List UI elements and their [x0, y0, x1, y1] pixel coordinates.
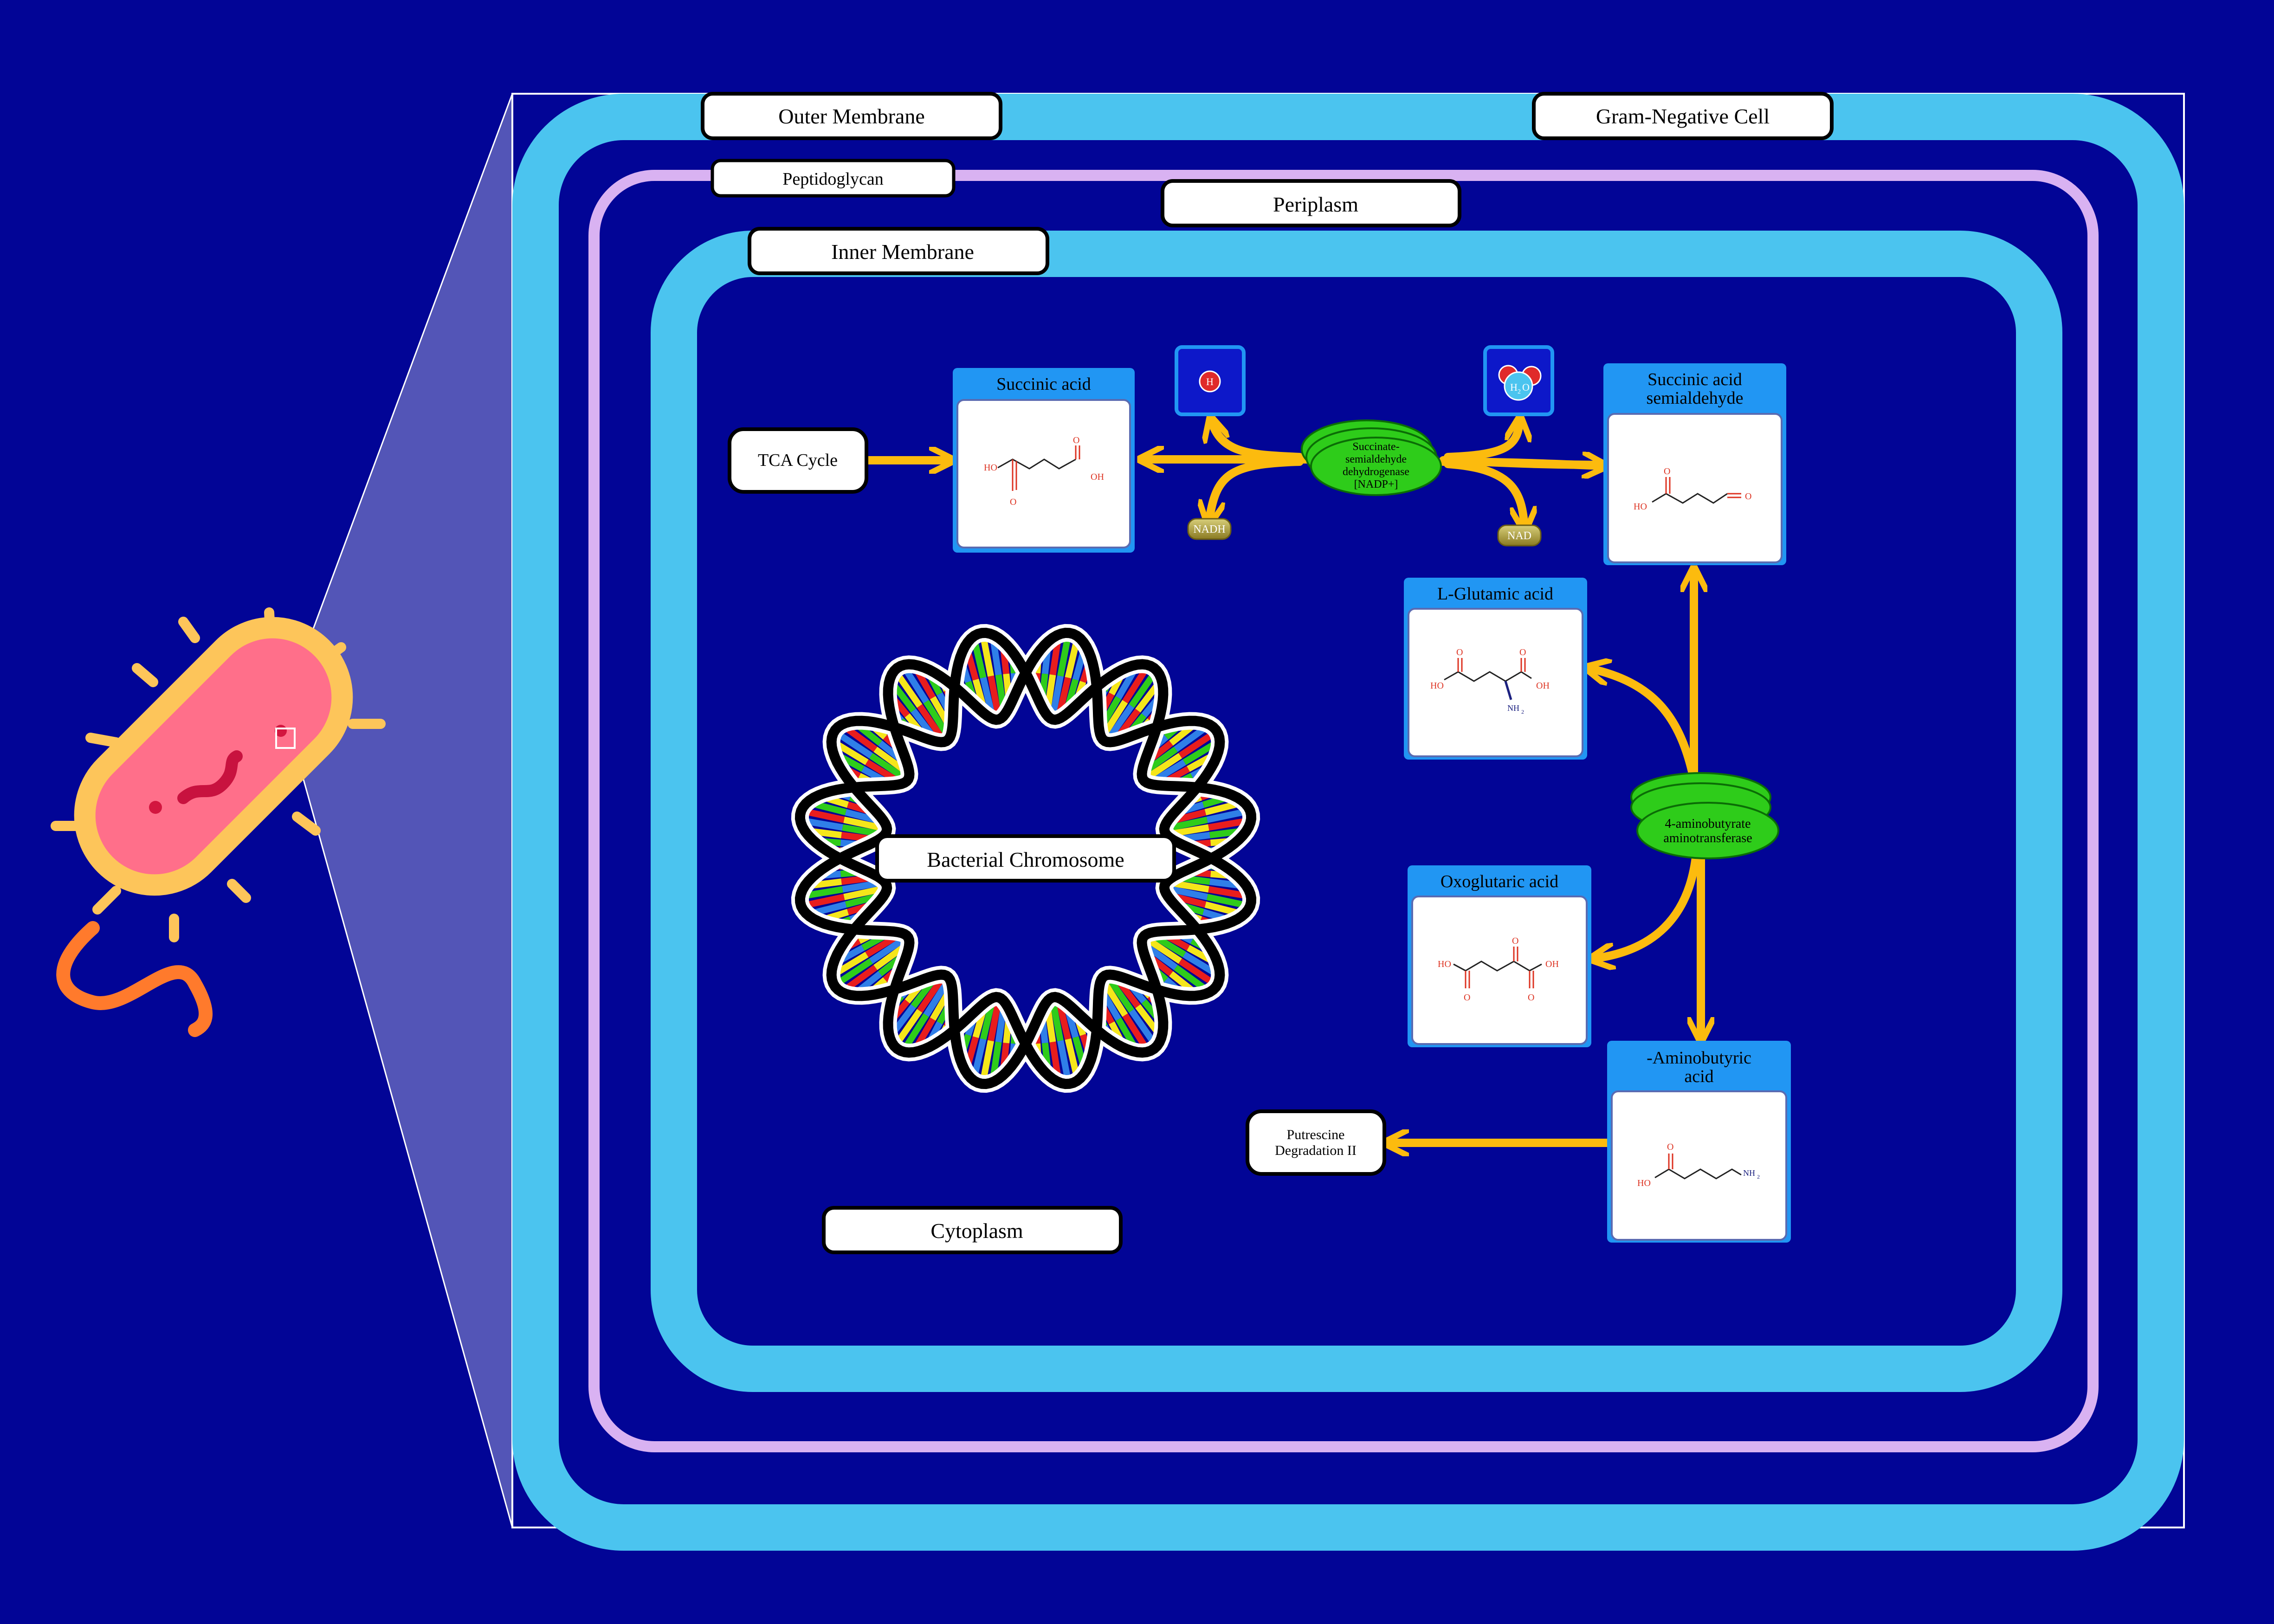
- svg-text:Peptidoglycan: Peptidoglycan: [782, 169, 883, 189]
- svg-text:O: O: [1528, 992, 1534, 1003]
- svg-text:HO: HO: [984, 463, 997, 473]
- inner-membrane: [651, 231, 2062, 1392]
- svg-text:HO: HO: [1430, 681, 1444, 691]
- arrow-ssadh-to-water: [1444, 420, 1520, 461]
- metabolite-aminobutyric-acid[interactable]: -Aminobutyric acid HO O NH 2: [1607, 1041, 1791, 1243]
- enzyme-gabat[interactable]: 4-aminobutyrate aminotransferase: [1630, 772, 1779, 859]
- svg-text:Periplasm: Periplasm: [1273, 193, 1358, 216]
- svg-text:Outer Membrane: Outer Membrane: [778, 104, 925, 128]
- metabolite-oxoglutaric-acid[interactable]: Oxoglutaric acid HO O O O OH: [1408, 865, 1591, 1047]
- svg-text:[NADP+]: [NADP+]: [1354, 478, 1398, 490]
- nad-badge: NAD: [1497, 524, 1542, 547]
- svg-text:semialdehyde: semialdehyde: [1647, 388, 1744, 408]
- svg-text:Inner Membrane: Inner Membrane: [831, 240, 974, 264]
- svg-text:NAD: NAD: [1507, 530, 1531, 542]
- arrow-ssadh-to-nadh: [1209, 458, 1304, 522]
- svg-text:OH: OH: [1545, 959, 1559, 969]
- svg-text:HO: HO: [1637, 1178, 1651, 1188]
- svg-text:HO: HO: [1438, 959, 1451, 969]
- bacterium-icon: [51, 607, 386, 1037]
- outer-membrane-label: Outer Membrane: [701, 92, 1002, 140]
- glutamic-acid-structure: [1444, 658, 1532, 700]
- reaction-arrows: [864, 420, 1701, 1143]
- svg-text:O: O: [1667, 1142, 1673, 1152]
- svg-text:dehydrogenase: dehydrogenase: [1343, 466, 1409, 478]
- svg-text:NADH: NADH: [1193, 523, 1225, 535]
- svg-text:4-aminobutyrate: 4-aminobutyrate: [1665, 817, 1751, 831]
- svg-text:Succinic acid: Succinic acid: [996, 374, 1091, 394]
- svg-text:O: O: [1073, 435, 1079, 445]
- svg-text:Cytoplasm: Cytoplasm: [930, 1219, 1023, 1243]
- ssa-structure: [1652, 477, 1741, 504]
- svg-text:-Aminobutyric: -Aminobutyric: [1647, 1048, 1751, 1068]
- arrow-ssadh-to-nad: [1444, 460, 1525, 528]
- svg-text:O: O: [1664, 466, 1670, 477]
- tca-cycle-node[interactable]: TCA Cycle: [728, 427, 868, 494]
- svg-text:O: O: [1522, 381, 1530, 393]
- metabolite-succinic-acid[interactable]: Succinic acid HO O O OH: [953, 368, 1135, 553]
- chromosome-label: Bacterial Chromosome: [875, 834, 1176, 883]
- svg-text:NH: NH: [1507, 703, 1519, 713]
- svg-text:Oxoglutaric acid: Oxoglutaric acid: [1441, 872, 1558, 891]
- oxoglutaric-acid-structure: [1453, 947, 1542, 988]
- svg-text:O: O: [1512, 936, 1518, 946]
- metabolite-succinic-semialdehyde[interactable]: Succinic acid semialdehyde HO O O: [1603, 363, 1786, 565]
- svg-text:O: O: [1010, 497, 1016, 507]
- svg-text:O: O: [1745, 491, 1751, 502]
- svg-text:O: O: [1456, 647, 1463, 657]
- svg-text:OH: OH: [1091, 472, 1104, 482]
- svg-text:NH: NH: [1743, 1168, 1755, 1178]
- putrescine-degradation-node[interactable]: Putrescine Degradation II: [1246, 1109, 1386, 1176]
- svg-text:OH: OH: [1536, 681, 1550, 691]
- proton-icon: H: [1175, 345, 1246, 416]
- svg-text:TCA Cycle: TCA Cycle: [758, 451, 838, 470]
- svg-text:HO: HO: [1634, 502, 1647, 512]
- svg-text:L-Glutamic acid: L-Glutamic acid: [1437, 584, 1553, 604]
- peptidoglycan-layer: [588, 170, 2099, 1452]
- nadh-badge: NADH: [1187, 518, 1232, 540]
- svg-text:semialdehyde: semialdehyde: [1345, 453, 1407, 465]
- water-icon: H 2 O: [1483, 345, 1554, 416]
- svg-text:aminotransferase: aminotransferase: [1663, 831, 1752, 845]
- aminobutyric-acid-structure: [1654, 1154, 1742, 1179]
- metabolite-l-glutamic-acid[interactable]: L-Glutamic acid HO O O OH NH 2: [1404, 578, 1587, 760]
- periplasm-label: Periplasm: [1161, 179, 1461, 227]
- svg-text:2: 2: [1757, 1173, 1760, 1180]
- svg-text:acid: acid: [1684, 1067, 1713, 1086]
- svg-text:2: 2: [1521, 709, 1524, 715]
- inner-membrane-label: Inner Membrane: [748, 227, 1049, 275]
- cell-label: Gram-Negative Cell: [1532, 92, 1834, 140]
- svg-text:Gram-Negative Cell: Gram-Negative Cell: [1596, 104, 1770, 128]
- succinic-acid-structure: [997, 445, 1080, 491]
- cytoplasm-label: Cytoplasm: [822, 1206, 1123, 1254]
- peptidoglycan-label: Peptidoglycan: [711, 159, 956, 198]
- svg-text:H: H: [1206, 376, 1214, 387]
- svg-text:2: 2: [1518, 388, 1521, 395]
- svg-text:Putrescine: Putrescine: [1287, 1127, 1345, 1142]
- svg-text:O: O: [1464, 992, 1470, 1003]
- svg-text:H: H: [1510, 381, 1518, 393]
- svg-text:O: O: [1519, 647, 1526, 657]
- arrow-ssadh-to-proton: [1211, 420, 1304, 461]
- arrow-gabat-to-glutamic: [1589, 668, 1698, 784]
- arrow-gabat-to-oxoglutaric: [1593, 850, 1700, 959]
- svg-text:Degradation II: Degradation II: [1275, 1143, 1357, 1158]
- svg-text:Succinate-: Succinate-: [1352, 441, 1399, 453]
- zoom-callout: [275, 93, 2185, 1528]
- bacterial-chromosome: Bacterial Chromosome: [791, 624, 1260, 1093]
- enzyme-ssadh[interactable]: Succinate- semialdehyde dehydrogenase [N…: [1301, 419, 1442, 496]
- outer-membrane: [512, 94, 2184, 1551]
- arrow-ssadh-to-ssa: [1439, 462, 1603, 466]
- svg-text:Bacterial Chromosome: Bacterial Chromosome: [927, 848, 1124, 871]
- svg-text:Succinic acid: Succinic acid: [1647, 370, 1742, 389]
